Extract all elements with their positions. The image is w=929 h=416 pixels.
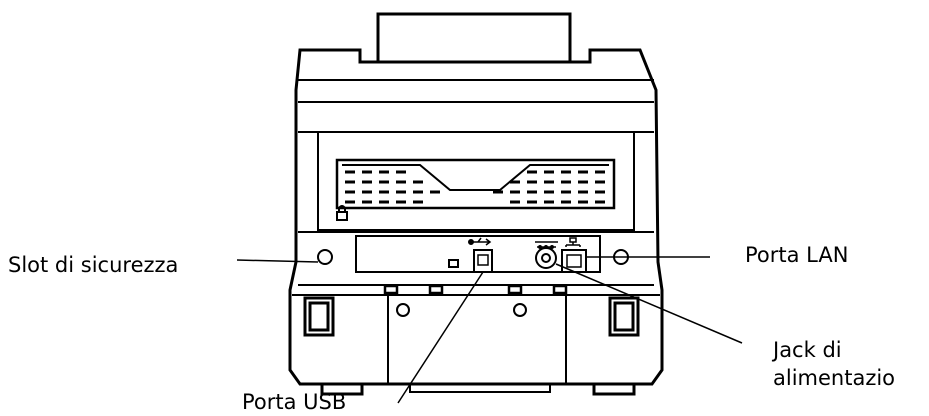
vent-grille xyxy=(335,158,616,210)
power-jack-label-line2: alimentazio xyxy=(773,366,896,390)
usb-icon xyxy=(468,239,474,245)
panel-recess xyxy=(317,132,635,231)
lock-icon xyxy=(336,205,348,221)
scanner-body xyxy=(288,48,664,386)
leader-security-slot xyxy=(236,259,319,263)
base-screw xyxy=(396,303,410,317)
usb-port-label: Porta USB xyxy=(242,390,347,414)
connector-plate xyxy=(355,235,601,273)
power-jack-label: Jack di xyxy=(773,338,842,362)
paper-tray xyxy=(376,12,572,64)
handle-right xyxy=(608,296,640,337)
power-icon xyxy=(538,245,554,249)
usb-port xyxy=(472,237,493,273)
base-bottom xyxy=(409,384,551,393)
leader-power-jack xyxy=(555,263,743,344)
vent-inner xyxy=(342,164,609,191)
security-slot-label: Slot di sicurezza xyxy=(8,253,179,277)
lan-port-label: Porta LAN xyxy=(745,243,849,267)
foot-right xyxy=(592,382,636,396)
foot-left xyxy=(320,382,364,396)
network-icon xyxy=(565,237,581,247)
foot-tabs xyxy=(383,284,568,295)
security-slot xyxy=(448,259,459,268)
leader-usb-port xyxy=(397,271,484,404)
vent-slots xyxy=(345,170,605,204)
handle-left xyxy=(303,296,335,337)
base-screw xyxy=(513,303,527,317)
screw-left xyxy=(317,249,333,265)
